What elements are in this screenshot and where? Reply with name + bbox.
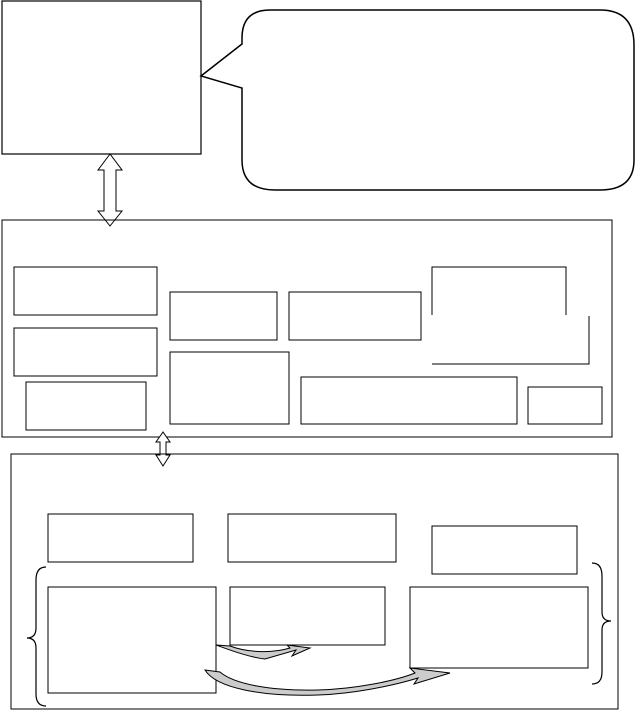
right-curly-brace xyxy=(591,562,612,685)
bottom-panel xyxy=(10,453,619,710)
bottom-box-lower-right xyxy=(409,586,589,669)
middle-box-left-1 xyxy=(13,266,158,316)
middle-stacked-box-front xyxy=(432,316,590,365)
middle-box-left-3 xyxy=(25,381,147,431)
middle-stacked-box-back xyxy=(431,266,567,315)
double-arrow-bottom xyxy=(155,431,171,467)
middle-box-small-right xyxy=(527,386,603,425)
left-curly-brace xyxy=(26,566,47,707)
bottom-box-top-2 xyxy=(227,513,397,563)
bottom-box-top-3 xyxy=(431,525,578,575)
speech-bubble-callout xyxy=(199,9,635,191)
top-left-box xyxy=(1,0,202,155)
bottom-box-lower-left xyxy=(47,586,217,694)
double-arrow-top xyxy=(96,153,124,227)
middle-box-wide xyxy=(300,376,518,425)
middle-box-center-2 xyxy=(288,291,422,341)
middle-box-center-1 xyxy=(169,291,278,341)
middle-box-left-2 xyxy=(13,327,158,377)
curved-arrow-large xyxy=(204,667,451,696)
middle-panel xyxy=(1,219,613,438)
bottom-box-lower-center xyxy=(229,586,386,646)
bottom-box-top-1 xyxy=(47,513,194,563)
curved-arrow-small xyxy=(215,644,312,660)
middle-box-center-3 xyxy=(169,351,290,425)
